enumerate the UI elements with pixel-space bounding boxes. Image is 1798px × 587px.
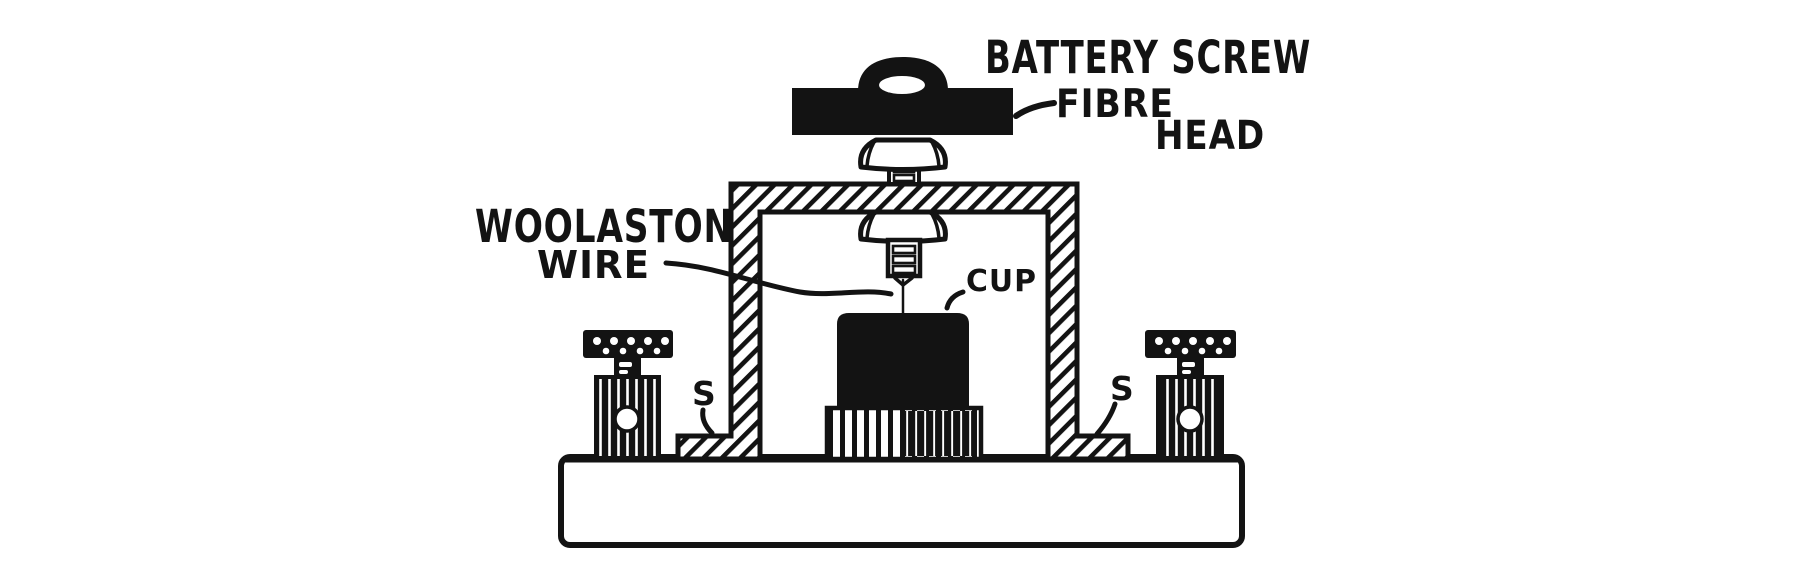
cup-body bbox=[837, 313, 969, 409]
cup-base-dark-knurl bbox=[901, 411, 976, 456]
label-s-right: S bbox=[1110, 369, 1135, 408]
label-fibre: FIBRE bbox=[1056, 82, 1174, 127]
knob-highlight bbox=[879, 76, 925, 94]
neck-glint bbox=[619, 370, 628, 374]
post-wire-hole bbox=[1176, 405, 1204, 433]
lower-threaded-shaft bbox=[885, 237, 923, 288]
label-s-left: S bbox=[692, 374, 717, 413]
post-neck bbox=[614, 357, 641, 378]
label-woolaston: WOOLASTON bbox=[475, 200, 733, 253]
battery-screw-assembly bbox=[792, 57, 1013, 288]
binding-post-left bbox=[583, 330, 673, 460]
neck-glint bbox=[1182, 370, 1191, 374]
neck-glint bbox=[619, 362, 632, 367]
cup-leader-line bbox=[944, 289, 966, 311]
knurl-speckles bbox=[1155, 337, 1231, 355]
cup-base-knurl bbox=[824, 405, 984, 462]
fibre-head-bar bbox=[792, 88, 1013, 135]
shaft-tip bbox=[893, 276, 914, 288]
s-left-leader-line bbox=[700, 407, 715, 436]
neck-glint bbox=[1182, 362, 1195, 367]
wire-leader-line bbox=[663, 260, 894, 297]
fibre-leader-line bbox=[1013, 100, 1057, 119]
post-wire-hole bbox=[613, 405, 641, 433]
upper-hex-nut bbox=[858, 137, 948, 172]
post-neck bbox=[1177, 357, 1204, 378]
binding-post-right bbox=[1145, 330, 1236, 460]
lower-hex-nut bbox=[858, 209, 948, 244]
label-head: HEAD bbox=[1155, 113, 1265, 159]
knurl-speckles bbox=[593, 337, 669, 355]
baseboard bbox=[558, 454, 1245, 548]
label-cup: CUP bbox=[966, 264, 1037, 299]
label-wire: WIRE bbox=[537, 243, 650, 287]
s-right-leader-line bbox=[1094, 401, 1118, 437]
label-battery-screw: BATTERY SCREW bbox=[985, 31, 1311, 84]
